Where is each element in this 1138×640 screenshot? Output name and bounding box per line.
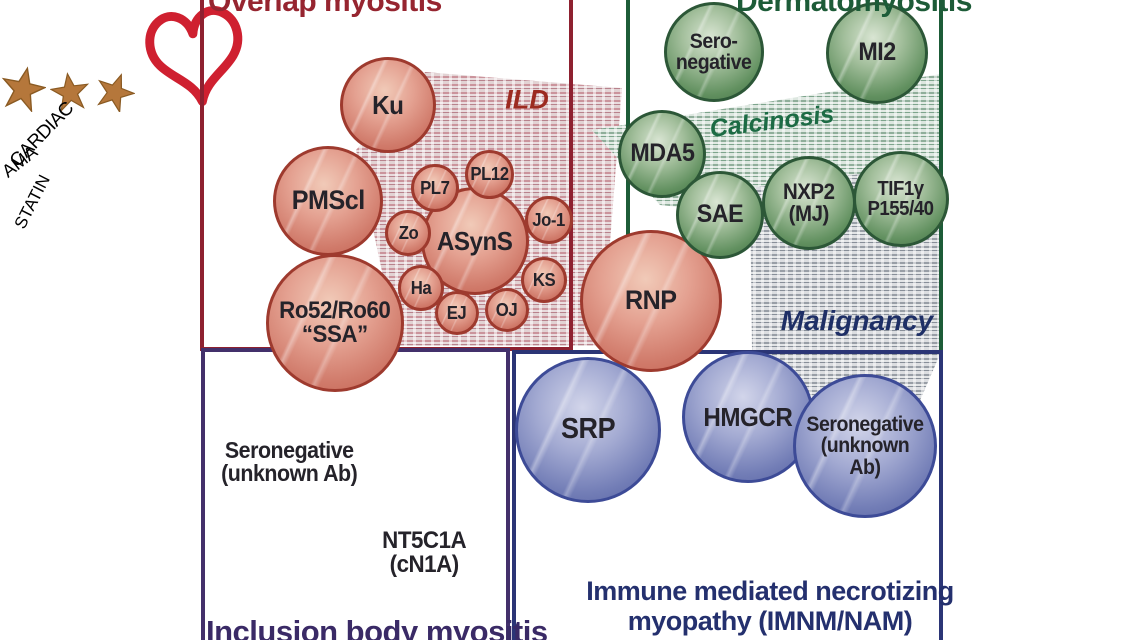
antibody-bubble-hmgcr: HMGCR (682, 351, 814, 483)
bubble-label-line: Seronegative (224, 436, 354, 463)
antibody-bubble-ej: EJ (435, 291, 479, 335)
antibody-bubble-seronegative-ibm: Seronegative (unknown Ab) (215, 388, 363, 536)
bubble-label: PMScl (291, 185, 365, 216)
bubble-label-line: NT5C1A (381, 526, 467, 554)
imnm-title-line2: myopathy (IMNM/NAM) (627, 606, 913, 637)
antibody-bubble-oj: OJ (485, 288, 529, 332)
imnm-title: Immune mediated necrotizing myopathy (IM… (555, 576, 985, 636)
bubble-label: ASynS (437, 225, 513, 256)
bubble-label: HMGCR (703, 401, 793, 432)
bubble-label-line: TIF1γ (877, 177, 925, 200)
antibody-bubble-rnp: RNP (580, 230, 722, 372)
antibody-bubble-mda5: MDA5 (618, 110, 706, 198)
bubble-label: SAE (696, 200, 744, 229)
bubble-label: PL12 (470, 164, 509, 185)
antibody-bubble-pl7: PL7 (411, 164, 459, 212)
overlap-myositis-title: Overlap myositis (208, 0, 442, 18)
antibody-bubble-pmscl: PMScl (273, 146, 383, 256)
bubble-label: EJ (447, 302, 467, 323)
bubble-label-line: (MJ) (788, 201, 830, 226)
bubble-label: RNP (625, 285, 677, 316)
imnm-box (512, 350, 943, 640)
bubble-label-line: Sero- (690, 29, 738, 53)
antibody-bubble-ku: Ku (340, 57, 436, 153)
bubble-label: Zo (398, 222, 418, 243)
bubble-label: MI2 (858, 38, 896, 67)
antibody-bubble-srp: SRP (515, 357, 661, 503)
bubble-label: SRP (560, 413, 616, 446)
ild-label: ILD (505, 84, 549, 115)
bubble-label: Ro52/Ro60 “SSA” (279, 296, 391, 348)
antibody-bubble-jo1: Jo-1 (525, 196, 573, 244)
bubble-label: Seronegative (unknown Ab) (220, 436, 358, 486)
bubble-label: Ha (410, 277, 432, 298)
bubble-label-line: negative (676, 51, 752, 74)
bubble-label: MDA5 (629, 139, 695, 168)
bubble-label-line: Ro52/Ro60 (279, 296, 391, 324)
antibody-bubble-nxp2: NXP2 (MJ) (762, 156, 856, 250)
bubble-label-line: (unknown (820, 434, 910, 458)
bubble-label-line: P155/40 (867, 198, 935, 220)
mda5-star-icon (1, 66, 48, 114)
antibody-bubble-sae: SAE (676, 171, 764, 259)
bubble-label: NXP2 (MJ) (783, 178, 835, 226)
antibody-bubble-pl12: PL12 (465, 150, 514, 199)
bubble-label-line: (cN1A) (389, 551, 459, 578)
bubble-label-line: Ab) (849, 455, 881, 479)
antibody-bubble-seronegative-imnm: Seronegative (unknown Ab) (793, 374, 937, 518)
bubble-label: Seronegative (unknown Ab) (806, 412, 924, 479)
antibody-bubble-nt5c1a: NT5C1A (cN1A) (351, 480, 497, 626)
bubble-label: Sero- negative (676, 29, 752, 74)
bubble-label-line: Seronegative (806, 412, 924, 436)
bubble-label: Ku (372, 89, 404, 120)
bubble-label-line: NXP2 (783, 178, 835, 204)
antibody-bubble-tif1: TIF1γ P155/40 (853, 151, 949, 247)
mi2-star-icon (96, 73, 136, 114)
bubble-label: OJ (496, 299, 518, 320)
bubble-label-line: “SSA” (302, 321, 368, 348)
inclusion-body-myositis-title: Inclusion body myositis (206, 614, 548, 640)
dermatomyositis-title: Dermatomyositis (736, 0, 972, 18)
bubble-label: NT5C1A (cN1A) (381, 526, 467, 578)
bubble-label: Jo-1 (532, 209, 566, 230)
antibody-bubble-ks: KS (521, 257, 567, 303)
antibody-bubble-zo: Zo (385, 210, 431, 256)
sae-star-icon (49, 72, 90, 113)
bubble-label: PL7 (420, 177, 450, 198)
antibody-bubble-seronegative-dm: Sero- negative (664, 2, 764, 102)
bubble-label: TIF1γ P155/40 (867, 177, 935, 220)
antibody-bubble-ro52-ro60-ssa: Ro52/Ro60 “SSA” (266, 254, 404, 392)
malignancy-label: Malignancy (780, 305, 934, 336)
imnm-title-line1: Immune mediated necrotizing (586, 576, 954, 606)
bubble-label: KS (532, 269, 556, 290)
bubble-label-line: (unknown Ab) (220, 460, 358, 486)
antibody-bubble-mi2: MI2 (826, 2, 928, 104)
